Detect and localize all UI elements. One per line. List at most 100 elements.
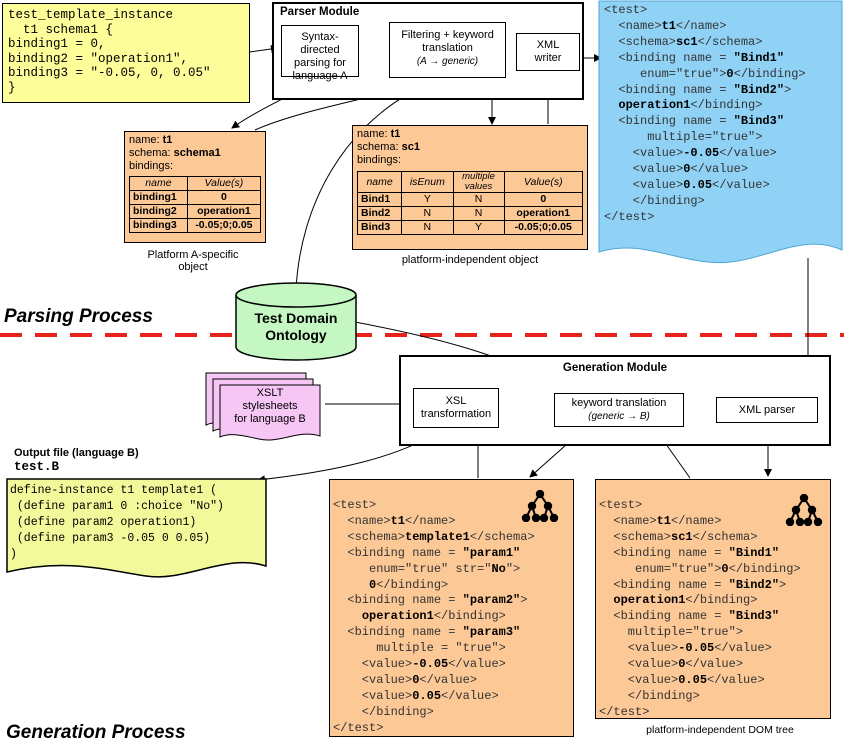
platform-a-caption: Platform A-specific object <box>147 249 239 273</box>
syntax-parsing-box: Syntax-directed parsing for language A <box>281 25 359 82</box>
filter-translation-box: Filtering + keyword translation (A → gen… <box>389 22 506 78</box>
xml-line: multiple="true"> <box>604 130 763 145</box>
input-line-2: t1 schema1 { <box>8 22 114 37</box>
xslt-label: XSLT stylesheets for language B <box>234 387 306 425</box>
obj-pi-bindings-label: bindings: <box>357 154 402 166</box>
xml-line: <name>t1</name> <box>604 18 727 33</box>
xslt-stack <box>205 372 321 441</box>
xml-line: operation1</binding> <box>361 609 506 624</box>
xml-line: <test> <box>604 3 648 17</box>
xml-dom-doc: <test> <name>t1</name> <schema>sc1</sche… <box>595 479 831 719</box>
output-file-label: Output file (language B) <box>14 447 139 459</box>
output-line-4: (define param3 -0.05 0 0.05) <box>10 532 211 545</box>
xml-parser-label: XML parser <box>738 404 796 416</box>
xsl-transformation-box: XSL transformation <box>413 388 499 428</box>
filter-box-line-1: Filtering + keyword <box>401 29 494 41</box>
xml-line: <binding name = "Bind1" <box>604 50 785 65</box>
xml-line: <binding name = "Bind2"> <box>599 577 787 592</box>
obj-a-name: name: t1 <box>129 134 173 146</box>
xml-line: <test> <box>599 498 643 512</box>
output-line-2: (define param1 0 :choice "No") <box>10 500 224 513</box>
kw-box-sub: (generic → B) <box>588 411 650 422</box>
xml-line: <binding name = "param1" <box>333 545 521 560</box>
xml-dom-lines: <test> <name>t1</name> <schema>sc1</sche… <box>599 498 801 721</box>
xml-line: <test> <box>333 498 377 512</box>
table-row: binding3-0.05;0;0.05 <box>129 218 262 233</box>
xml-line: <binding name = "Bind3" <box>599 609 780 624</box>
xml-line: <name>t1</name> <box>333 513 456 528</box>
xsl-box-line-1: XSL <box>445 395 467 407</box>
ontology-cylinder <box>235 282 357 361</box>
input-line-1: test_template_instance <box>8 8 174 22</box>
xml-line: <value>0.05</value> <box>599 672 765 687</box>
xml-line: enum="true" str="No"> <box>333 561 521 576</box>
obj-pi-name: name: t1 <box>357 128 401 140</box>
obj-a-schema: schema: schema1 <box>129 147 221 159</box>
xml-parser-box: XML parser <box>716 397 818 423</box>
xml-line: <schema>sc1</schema> <box>604 34 763 49</box>
xml-writer-line-2: writer <box>534 52 562 64</box>
obj-pi-schema: schema: sc1 <box>357 141 420 153</box>
xml-line: <binding name = "Bind2"> <box>604 82 792 97</box>
input-line-5: binding3 = "-0.05, 0, 0.05" <box>8 66 211 81</box>
input-line-6: } <box>8 80 16 95</box>
xml-writer-box: XML writer <box>516 33 580 71</box>
input-line-3: binding1 = 0, <box>8 37 106 52</box>
xml-line: operation1</binding> <box>618 98 763 113</box>
output-line-5: ) <box>10 548 17 561</box>
xml-line: multiple = "true"> <box>333 641 506 656</box>
xml-line: <binding name = "Bind3" <box>604 114 785 129</box>
xml-line: <schema>template1</schema> <box>333 529 535 544</box>
syntax-box-line-1: Syntax-directed <box>300 31 340 56</box>
xsl-box-line-2: transformation <box>420 408 492 420</box>
xml-template-lines: <test> <name>t1</name> <schema>template1… <box>333 498 535 737</box>
syntax-box-line-3: language A <box>292 70 348 82</box>
xml-line: <value>0</value> <box>333 672 478 687</box>
xml-output-doc: <test> <name>t1</name> <schema>sc1</sche… <box>604 3 840 226</box>
xml-writer-line-1: XML <box>536 39 560 51</box>
xml-line: multiple="true"> <box>599 625 744 640</box>
generation-module-title: Generation Module <box>562 362 668 374</box>
xml-line: <value>0</value> <box>604 162 749 177</box>
xml-line: <value>-0.05</value> <box>604 146 777 161</box>
output-file-name: test.B <box>14 460 60 474</box>
xml-line: <name>t1</name> <box>599 513 722 528</box>
xml-line: enum="true">0</binding> <box>604 66 806 81</box>
xml-line: </test> <box>604 209 655 224</box>
xml-template-doc: <test> <name>t1</name> <schema>template1… <box>329 479 574 737</box>
xml-line: </binding> <box>333 704 434 719</box>
xml-line: </binding> <box>599 688 700 703</box>
xml-line: <schema>sc1</schema> <box>599 529 758 544</box>
platform-independent-caption: platform-independent object <box>401 254 539 266</box>
input-line-4: binding2 = "operation1", <box>8 51 189 66</box>
xml-line: enum="true">0</binding> <box>599 561 801 576</box>
keyword-translation-box: keyword translation (generic → B) <box>554 393 684 427</box>
generation-process-title: Generation Process <box>6 722 186 743</box>
xml-line: <value>0.05</value> <box>604 177 770 192</box>
xml-line: <value>0.05</value> <box>333 688 499 703</box>
xml-line: <binding name = "Bind1" <box>599 545 780 560</box>
parsing-process-title: Parsing Process <box>4 306 153 327</box>
xml-line: <binding name = "param2"> <box>333 593 528 608</box>
platform-independent-object: name: t1 schema: sc1 bindings: name isEn… <box>352 125 588 250</box>
obj-pi-table: name isEnum multiple values Value(s) Bin… <box>356 171 584 235</box>
ontology-label: Test Domain Ontology <box>254 310 338 343</box>
kw-box-label: keyword translation <box>571 397 667 409</box>
xml-line: </test> <box>599 704 650 719</box>
xml-line: <binding name = "param3" <box>333 625 521 640</box>
obj-a-bindings-label: bindings: <box>129 160 174 172</box>
output-line-1: define-instance t1 template1 ( <box>10 484 218 497</box>
xml-line: <value>-0.05</value> <box>599 641 772 656</box>
xml-output-shape <box>598 0 843 264</box>
output-line-3: (define param2 operation1) <box>10 516 197 529</box>
filter-box-sub: (A → generic) <box>416 56 479 67</box>
filter-box-line-2: translation <box>422 42 473 54</box>
tree-icon <box>521 490 559 522</box>
output-file-doc: define-instance t1 template1 ( (define p… <box>10 483 224 563</box>
